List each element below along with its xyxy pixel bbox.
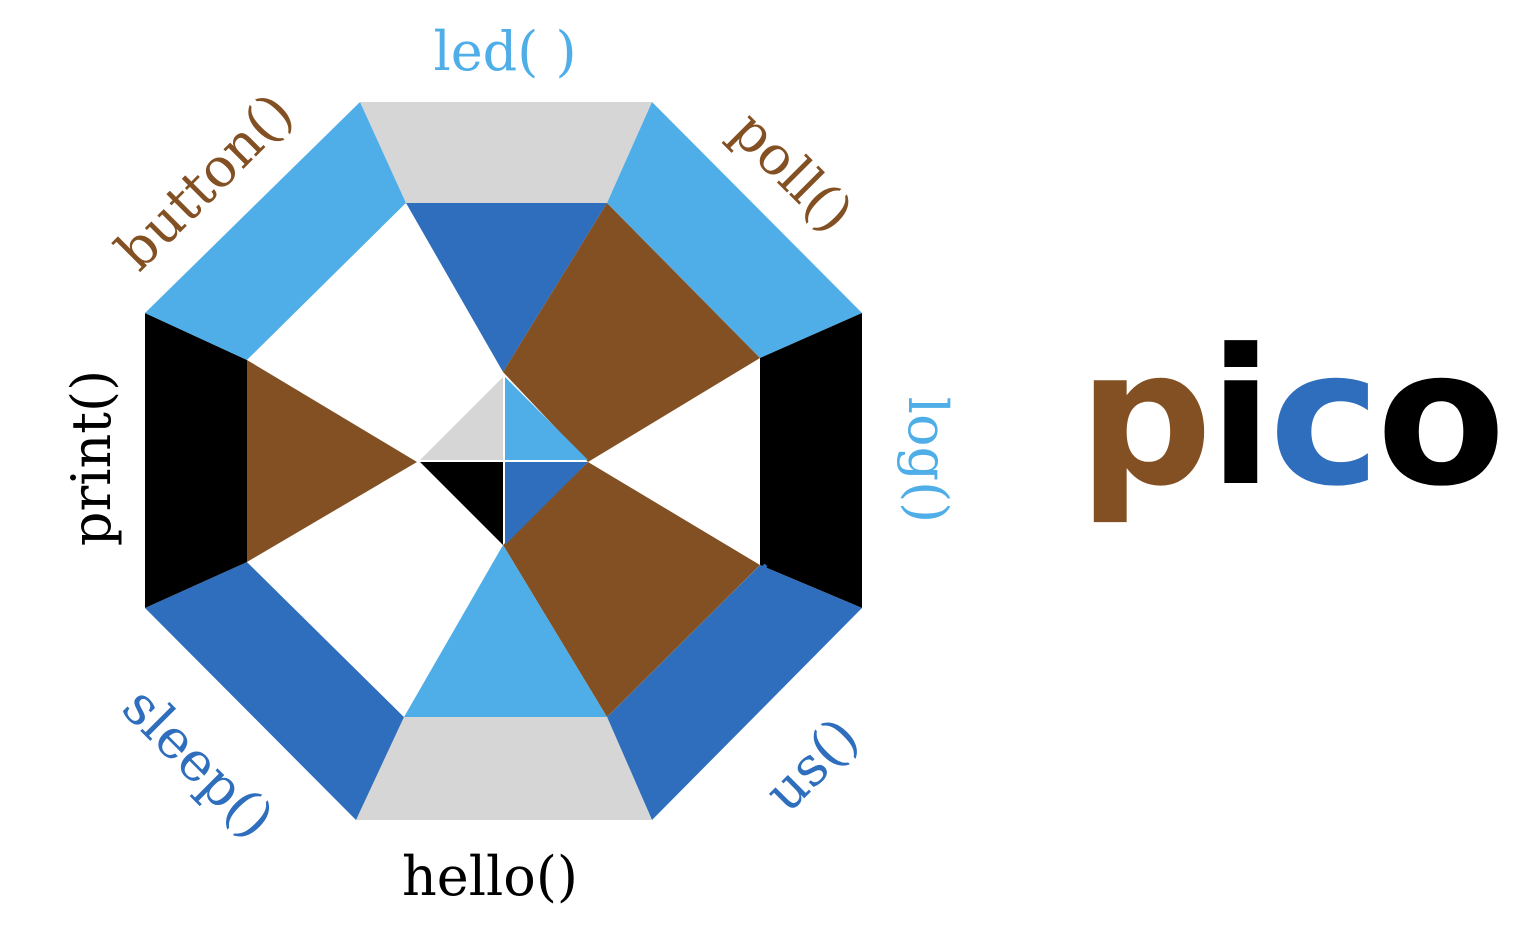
pico-logo: pico	[1078, 309, 1506, 528]
logo-letter-o: o	[1376, 309, 1505, 528]
logo-letter-p: p	[1078, 309, 1213, 528]
label-led: led( )	[433, 20, 576, 83]
segment-top-right-outer	[607, 102, 862, 358]
segment-top-left-outer	[145, 102, 406, 360]
label-us: us()	[752, 705, 871, 824]
center-light-blue	[505, 377, 588, 460]
octagon	[145, 102, 862, 820]
logo-letter-c: c	[1269, 309, 1380, 528]
center-light-gray	[420, 377, 503, 460]
segment-top-outer	[360, 102, 652, 203]
segment-bottom-right-outer	[607, 565, 862, 820]
center-black	[420, 462, 503, 545]
label-hello: hello()	[402, 845, 578, 908]
inner-bottom-right-quad	[503, 462, 760, 717]
segment-bottom-outer	[356, 717, 652, 820]
inner-top-right-quad	[503, 203, 760, 462]
inner-bottom-triangle	[404, 545, 607, 717]
segment-left-outer	[145, 313, 247, 608]
label-log: log()	[896, 397, 959, 523]
segment-right-outer	[760, 313, 862, 608]
inner-top-triangle	[406, 203, 607, 372]
logo-letter-i: i	[1208, 309, 1273, 528]
center-dark-blue	[505, 462, 588, 545]
seam-bottom-right	[608, 563, 768, 724]
inner-left-triangle	[247, 360, 417, 562]
label-print: print()	[60, 370, 123, 546]
segment-bottom-left-outer	[145, 562, 404, 820]
